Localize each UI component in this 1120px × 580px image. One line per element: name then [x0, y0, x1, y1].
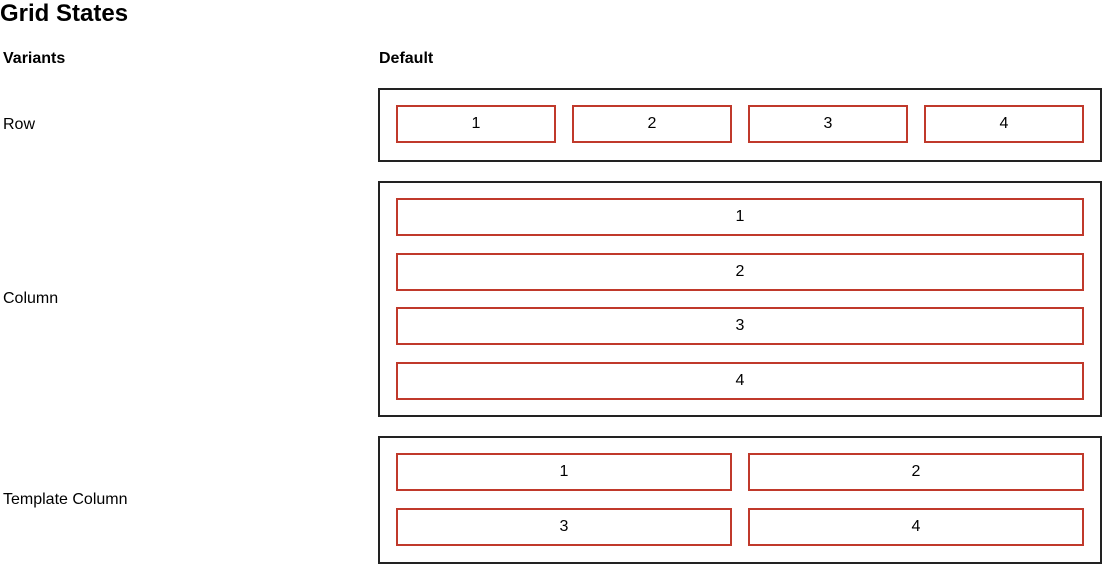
row-variant-label: Row [3, 116, 36, 133]
grid-cell: 3 [396, 508, 732, 546]
grid-cell: 2 [396, 252, 1084, 291]
row-grid-frame: 1 2 3 4 [378, 88, 1102, 162]
grid-cell: 2 [748, 453, 1084, 491]
grid-cell: 3 [396, 307, 1084, 345]
grid-cell: 4 [396, 361, 1084, 400]
variants-header: Variants [3, 50, 66, 67]
grid-cell: 1 [396, 198, 1084, 236]
grid-cell: 4 [924, 105, 1084, 143]
column-grid-frame: 1 2 3 4 [378, 181, 1102, 417]
grid-cell: 2 [572, 105, 732, 143]
template-column-variant-label: Template Column [3, 491, 128, 508]
template-column-grid-frame: 1 2 3 4 [378, 436, 1102, 564]
page-title: Grid States [0, 0, 129, 27]
grid-cell: 1 [396, 453, 732, 491]
grid-cell: 3 [748, 105, 908, 143]
grid-cell: 1 [396, 105, 556, 143]
column-variant-label: Column [3, 290, 59, 307]
default-header: Default [379, 50, 434, 67]
grid-cell: 4 [748, 508, 1084, 546]
